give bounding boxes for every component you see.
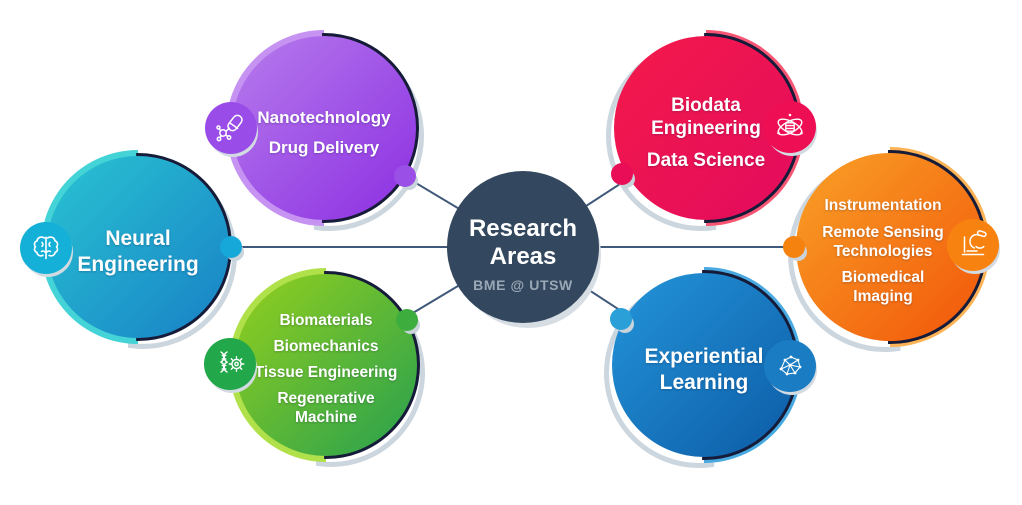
bubble-label: Biomaterials	[279, 312, 373, 330]
atom-database-icon	[777, 113, 803, 136]
bubble-label: Experiential Learning	[644, 345, 764, 394]
microscope-icon	[961, 230, 987, 256]
bubble-label: Tissue Engineering	[254, 364, 398, 382]
center-subtitle: BME @ UTSW	[473, 277, 573, 294]
bubble-experiential: Experiential Learning	[604, 267, 802, 468]
bubble-disc	[47, 156, 229, 338]
bubble-label: Nanotechnology	[257, 107, 391, 127]
bubble-biomaterials: Biomaterials Biomechanics Tissue Enginee…	[229, 268, 425, 467]
badge-nanotechnology	[205, 102, 257, 154]
connector-line-neural	[138, 246, 523, 248]
bubble-label: Biomechanics	[273, 338, 379, 356]
badge-experiential	[764, 340, 816, 392]
connector-dot-experiential	[610, 308, 632, 330]
bubble-disc	[232, 36, 416, 220]
connector-dot-nanotechnology	[394, 165, 416, 187]
brain-icon	[33, 236, 59, 260]
bubble-label: Drug Delivery	[268, 137, 380, 157]
center-circle: Research Areas BME @ UTSW	[447, 171, 599, 323]
connector-dot-biodata	[611, 163, 633, 185]
badge-neural	[20, 222, 72, 274]
badge-biomaterials	[204, 338, 256, 390]
connector-dot-neural	[220, 236, 242, 258]
dna-gear-icon	[219, 351, 245, 373]
bubble-label: Remote Sensing Technologies	[822, 223, 944, 260]
bubble-label: Biodata Engineering	[651, 95, 761, 140]
badge-instrumentation	[947, 219, 999, 271]
bubble-label: Neural Engineering	[77, 227, 199, 276]
neural-network-icon	[779, 355, 802, 376]
nanotech-capsule-icon	[216, 114, 243, 142]
bubble-label: Regenerative Machine	[277, 389, 375, 426]
bubble-nanotechnology: Nanotechnology Drug Delivery	[226, 30, 424, 231]
bubble-neural-engineering: Neural Engineering	[41, 150, 237, 349]
connector-dot-biomaterials	[396, 309, 418, 331]
bubble-label: Biomedical Imaging	[841, 269, 925, 306]
bubble-label: Instrumentation	[824, 196, 942, 214]
connector-dot-instrumentation	[783, 236, 805, 258]
bubble-label: Data Science	[646, 149, 766, 171]
badge-biodata	[764, 101, 816, 153]
center-title: Research Areas	[468, 214, 578, 270]
bubble-disc	[235, 274, 417, 456]
